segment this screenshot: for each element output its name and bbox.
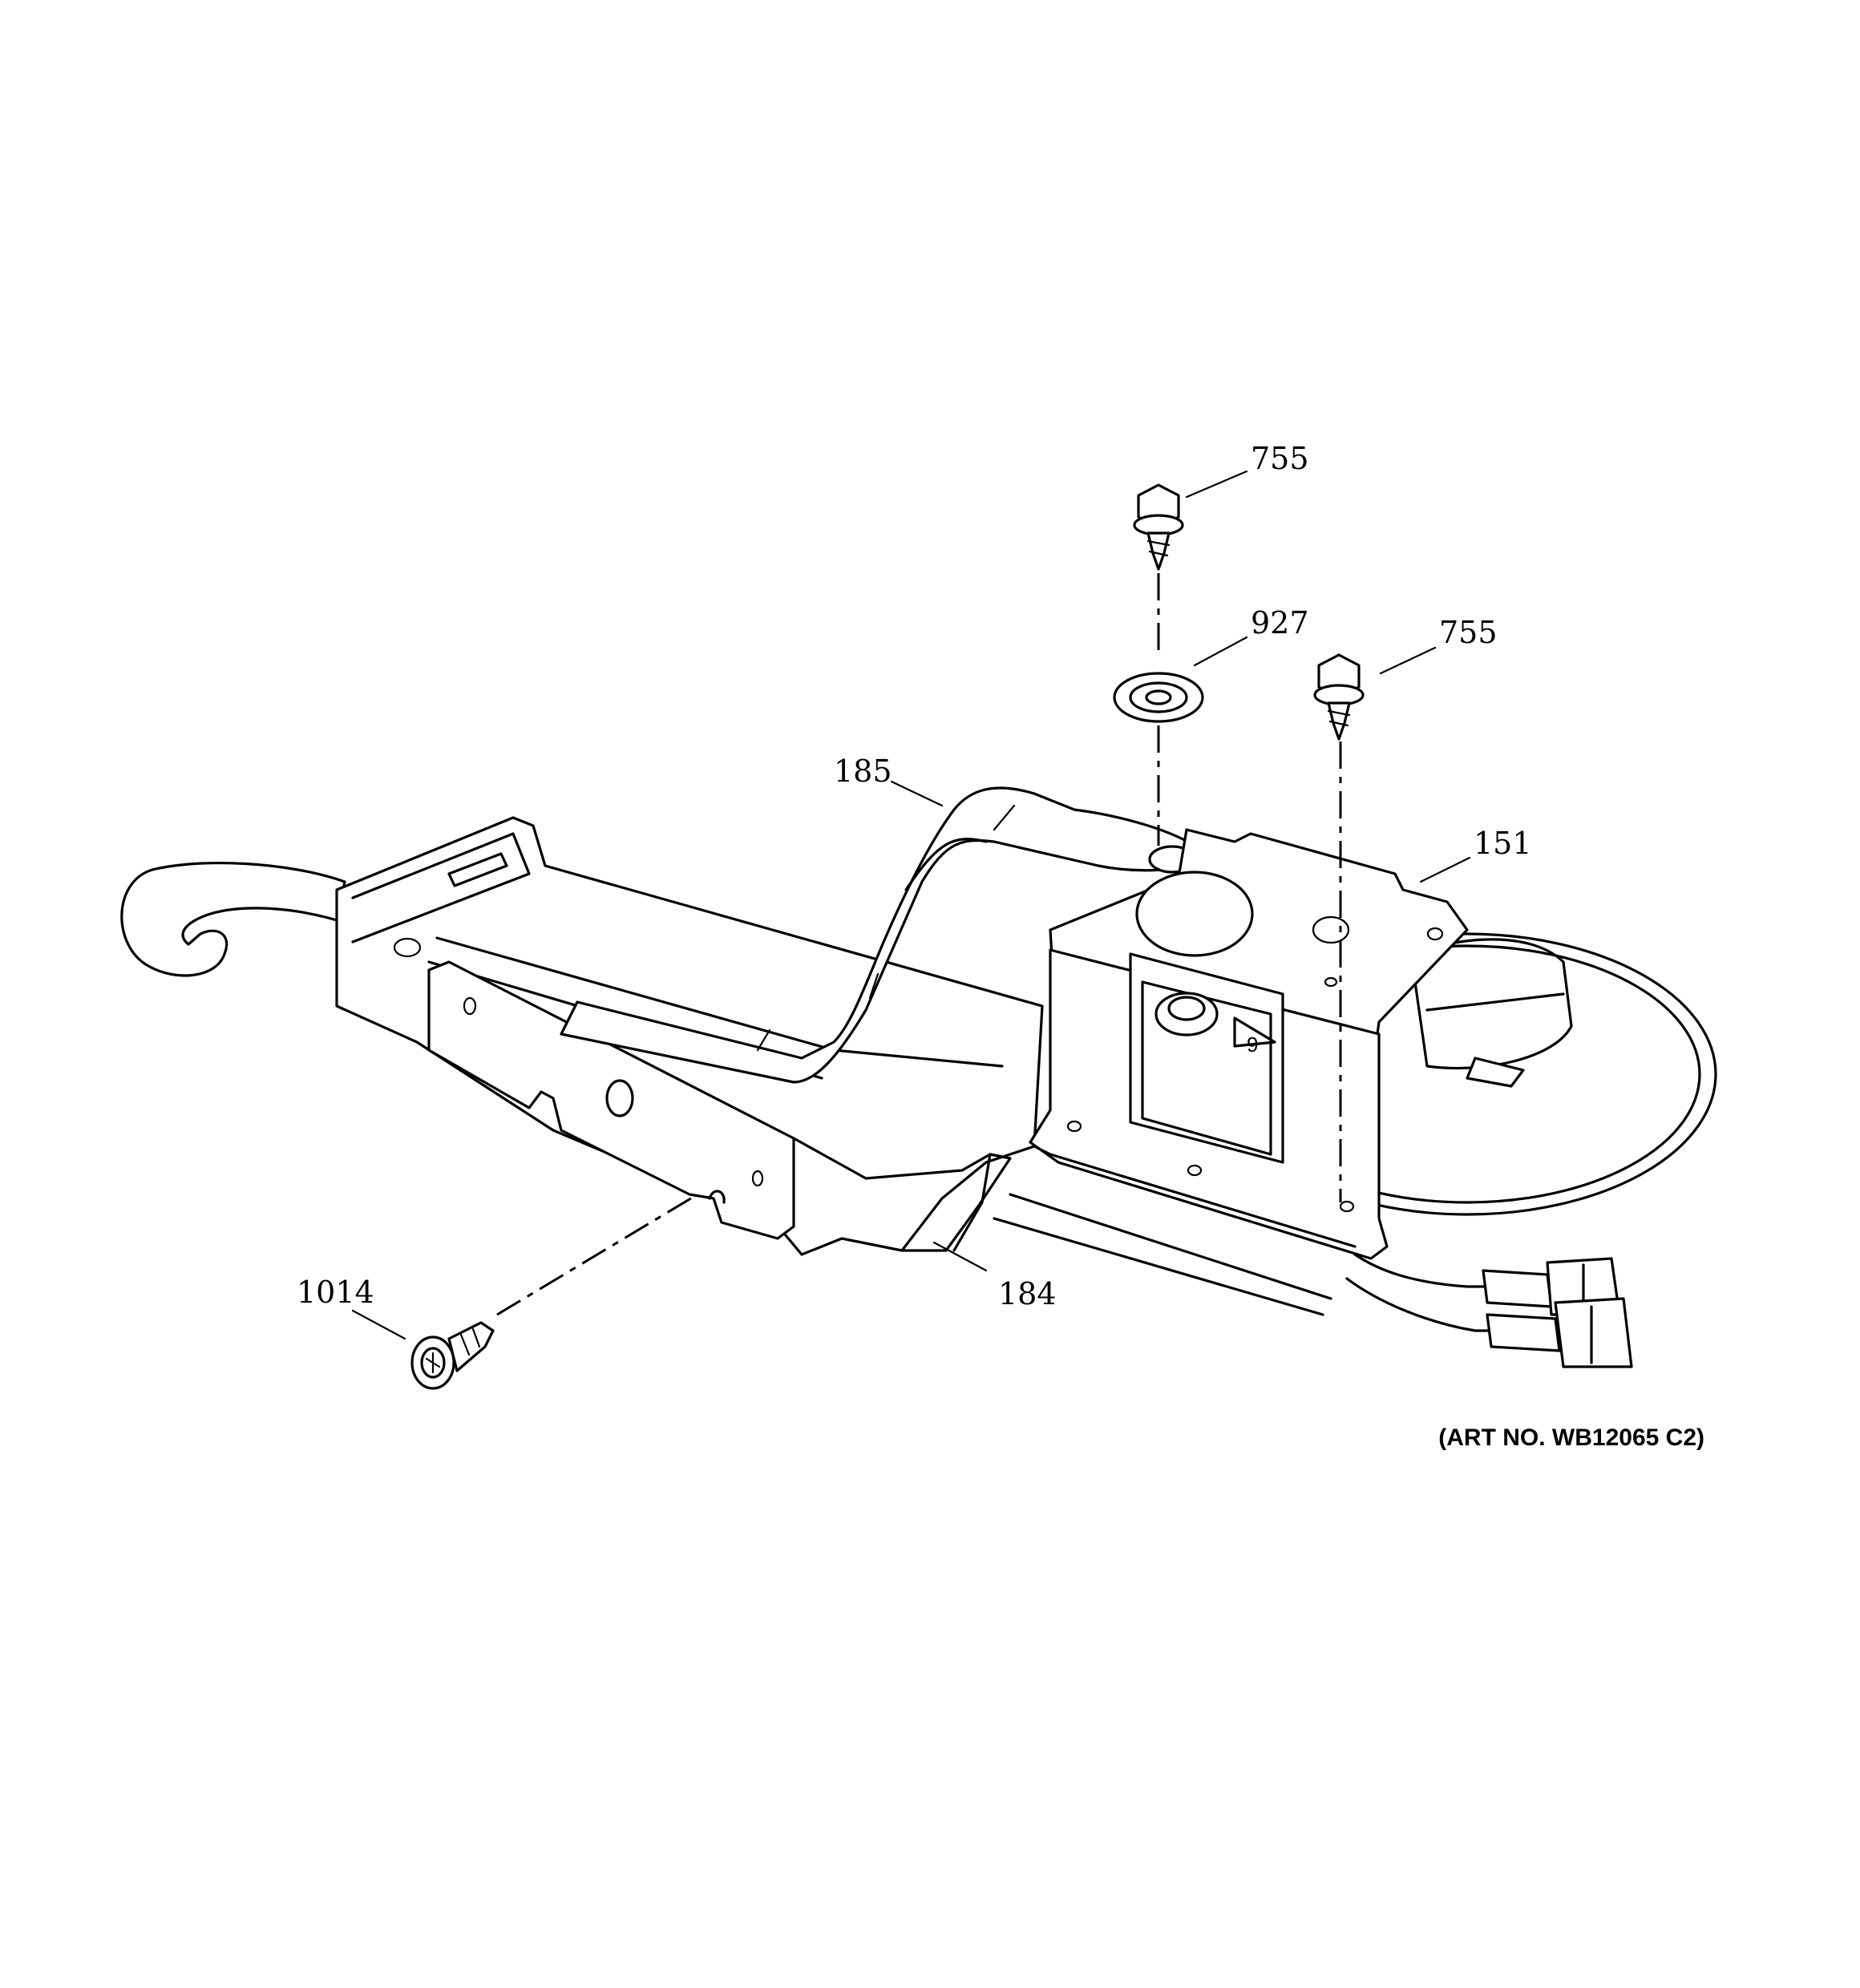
callout-755-right: 755 (1439, 615, 1498, 650)
wire-leads (1345, 1253, 1633, 1368)
callout-927: 927 (1251, 605, 1309, 640)
motor-assembly-151: 9 (1029, 828, 1717, 1260)
callout-185: 185 (834, 754, 892, 789)
screw-755-top (1133, 483, 1184, 571)
callout-755-top: 755 (1251, 441, 1309, 476)
assembly-lines (496, 573, 1342, 1316)
screw-755-right (1313, 653, 1365, 741)
art-number: (ART NO. WB12065 C2) (1438, 1424, 1704, 1451)
callout-151: 151 (1474, 826, 1532, 861)
callout-1014: 1014 (297, 1275, 374, 1310)
washer-927 (1113, 672, 1204, 723)
callout-184: 184 (998, 1276, 1057, 1311)
svg-text:9: 9 (1247, 1032, 1258, 1057)
screw-1014 (410, 1321, 495, 1390)
wire-hook (120, 861, 346, 977)
leader-lines (351, 470, 1471, 1340)
